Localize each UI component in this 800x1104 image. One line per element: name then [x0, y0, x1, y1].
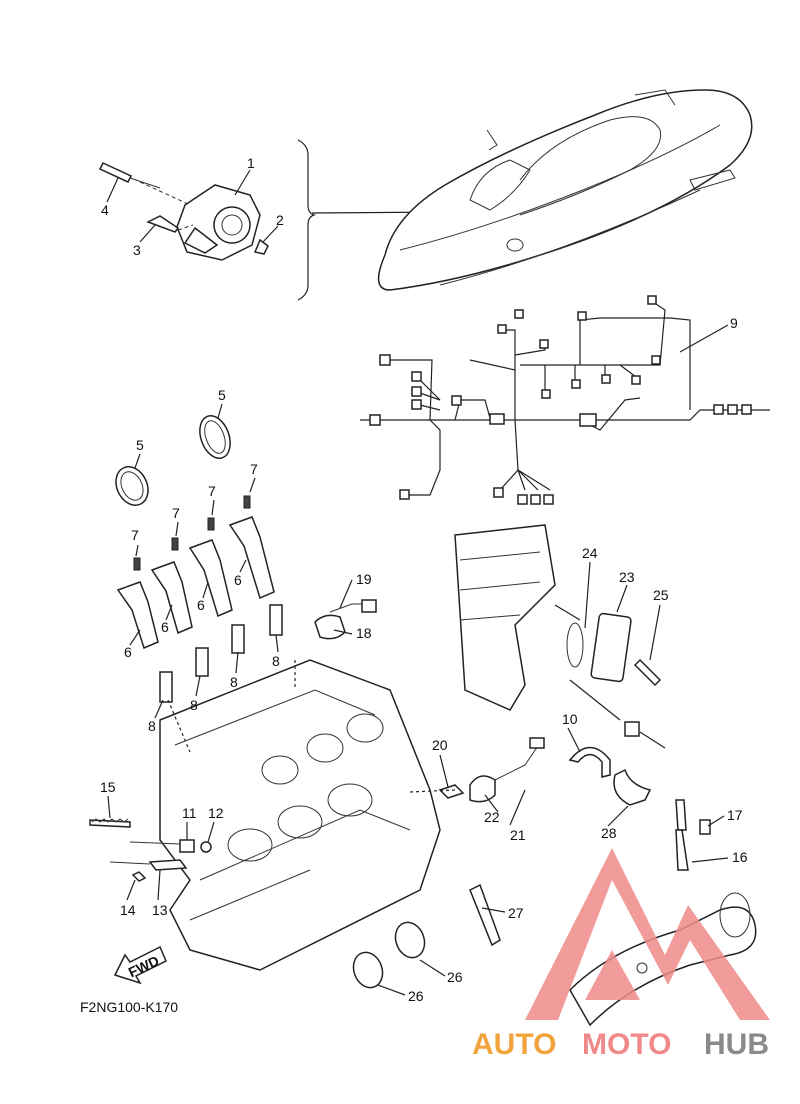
callout-26b: 26: [408, 988, 424, 1004]
callout-6b: 6: [161, 619, 169, 635]
watermark-hub: HUB: [704, 1028, 769, 1061]
callout-26a: 26: [447, 969, 463, 985]
engine-block: [159, 659, 441, 971]
cable-ties-5: [115, 415, 231, 506]
callout-6a: 6: [124, 644, 132, 660]
watermark-auto: AUTO: [472, 1028, 556, 1061]
throttle-body-group: [98, 162, 269, 261]
callout-1: 1: [247, 155, 255, 171]
callout-7c: 7: [208, 483, 216, 499]
callout-10: 10: [562, 711, 578, 727]
callout-3: 3: [133, 242, 141, 258]
callout-8d: 8: [272, 653, 280, 669]
fwd-label: FWD: [126, 952, 162, 980]
clamps: [568, 721, 666, 806]
zip-ties: [352, 883, 501, 989]
callout-23: 23: [619, 569, 635, 585]
sensors: [314, 599, 711, 871]
callout-7a: 7: [131, 527, 139, 543]
callout-8a: 8: [148, 718, 156, 734]
callout-13: 13: [152, 902, 168, 918]
callout-8b: 8: [190, 697, 198, 713]
callout-6c: 6: [197, 597, 205, 613]
callout-7d: 7: [250, 461, 258, 477]
ignition-coils: [116, 495, 283, 703]
leader-lines: [106, 169, 729, 996]
jet-ski-illustration: [377, 89, 753, 291]
wire-harness: [360, 295, 770, 505]
callout-12: 12: [208, 805, 224, 821]
callout-25: 25: [653, 587, 669, 603]
diagram-code: F2NG100-K170: [80, 999, 178, 1015]
callout-14: 14: [120, 902, 136, 918]
callout-5b: 5: [136, 437, 144, 453]
callout-17: 17: [727, 807, 743, 823]
watermark-text: AUTO MOTO HUB: [472, 1028, 769, 1061]
callout-21: 21: [510, 827, 526, 843]
callout-9: 9: [730, 315, 738, 331]
callout-27: 27: [508, 905, 524, 921]
watermark-moto: MOTO: [582, 1028, 671, 1061]
callout-28: 28: [601, 825, 617, 841]
lower-left-parts: [89, 818, 212, 882]
callout-15: 15: [100, 779, 116, 795]
watermark-logo: [525, 848, 770, 1020]
callout-16: 16: [732, 849, 748, 865]
callout-7b: 7: [172, 505, 180, 521]
callout-labels: 1 2 3 4 5 5 6 6 6 6 7 7 7 7 8 8 8 8 9 10…: [100, 155, 748, 1004]
callout-8c: 8: [230, 674, 238, 690]
callout-19: 19: [356, 571, 372, 587]
callout-22: 22: [484, 809, 500, 825]
engine-housing: [454, 524, 662, 721]
callout-20: 20: [432, 737, 448, 753]
callout-4: 4: [101, 202, 109, 218]
callout-11: 11: [182, 805, 197, 821]
callout-18: 18: [356, 625, 372, 641]
callout-24: 24: [582, 545, 598, 561]
callout-6d: 6: [234, 572, 242, 588]
callout-5a: 5: [218, 387, 226, 403]
fwd-arrow: FWD: [113, 945, 167, 985]
callout-2: 2: [276, 212, 284, 228]
